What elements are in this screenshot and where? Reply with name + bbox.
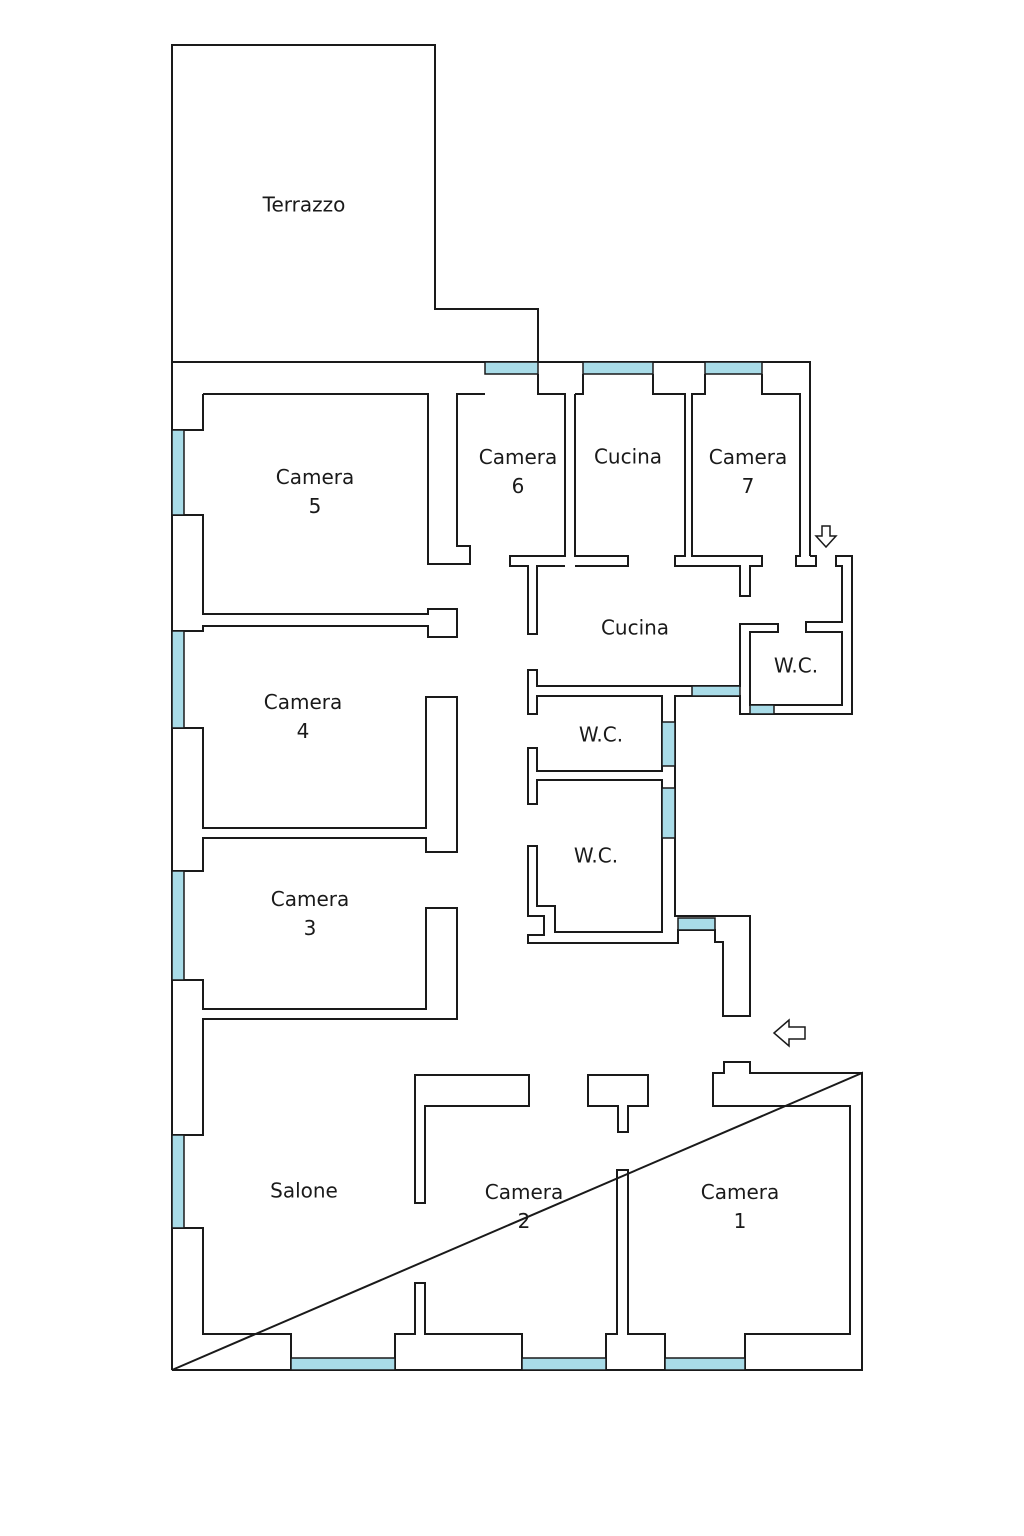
arrow-down-icon (814, 525, 838, 549)
window (661, 787, 676, 839)
room-name: W.C. (773, 653, 819, 678)
salone-label: Salone (270, 1177, 338, 1206)
wc-mid-top-label: W.C. (579, 721, 623, 750)
window (677, 917, 716, 931)
room-number: 3 (303, 916, 317, 940)
wc-mid-bottom-label: W.C. (574, 842, 618, 871)
west-rooms-walls (172, 514, 458, 1370)
camera-5-label: Camera 5 (276, 463, 355, 521)
room-name: W.C. (578, 722, 624, 747)
camera-3-label: Camera 3 (271, 885, 350, 943)
window (582, 361, 654, 375)
windows (171, 361, 775, 1371)
window (664, 1357, 746, 1371)
camera-2-label: Camera 2 (485, 1178, 564, 1236)
terrazzo-label: Terrazzo (263, 191, 346, 220)
room-name: Salone (270, 1178, 338, 1203)
window (171, 429, 185, 516)
room-name: Camera (708, 445, 788, 469)
room-number: 5 (308, 494, 322, 518)
room-number: 2 (517, 1209, 531, 1233)
room-name: Camera (478, 445, 558, 469)
room-name: Cucina (593, 444, 663, 469)
room-name: W.C. (573, 843, 619, 868)
terrace-outline (171, 44, 539, 363)
room-name: Camera (484, 1180, 564, 1204)
camera-7-label: Camera 7 (709, 443, 788, 501)
window (290, 1357, 396, 1371)
room-number: 6 (511, 474, 525, 498)
cucina-main-label: Cucina (601, 614, 669, 643)
window (171, 630, 185, 729)
camera-6-label: Camera 6 (479, 443, 558, 501)
room-name: Camera (263, 690, 343, 714)
window (171, 1134, 185, 1229)
room-number: 1 (733, 1209, 747, 1233)
room-name: Terrazzo (262, 192, 346, 217)
room-name: Camera (700, 1180, 780, 1204)
window (171, 870, 185, 981)
window (521, 1357, 607, 1371)
window (749, 704, 775, 715)
cucina-small-label: Cucina (594, 443, 662, 472)
window (704, 361, 763, 375)
room-name: Camera (275, 465, 355, 489)
room-number: 4 (296, 719, 310, 743)
room-name: Camera (270, 887, 350, 911)
wc-right-label: W.C. (774, 652, 818, 681)
camera-1-label: Camera 1 (701, 1178, 780, 1236)
central-wc-walls (527, 555, 853, 1017)
window (661, 721, 676, 767)
room-name: Cucina (600, 615, 670, 640)
arrow-left-icon (772, 1018, 806, 1048)
window (484, 361, 539, 375)
south-rooms-walls (394, 1061, 862, 1370)
north-wall-inner (172, 374, 817, 635)
exterior-wall (171, 361, 863, 1371)
camera-4-label: Camera 4 (264, 688, 343, 746)
room-number: 7 (741, 474, 755, 498)
window (691, 685, 741, 697)
